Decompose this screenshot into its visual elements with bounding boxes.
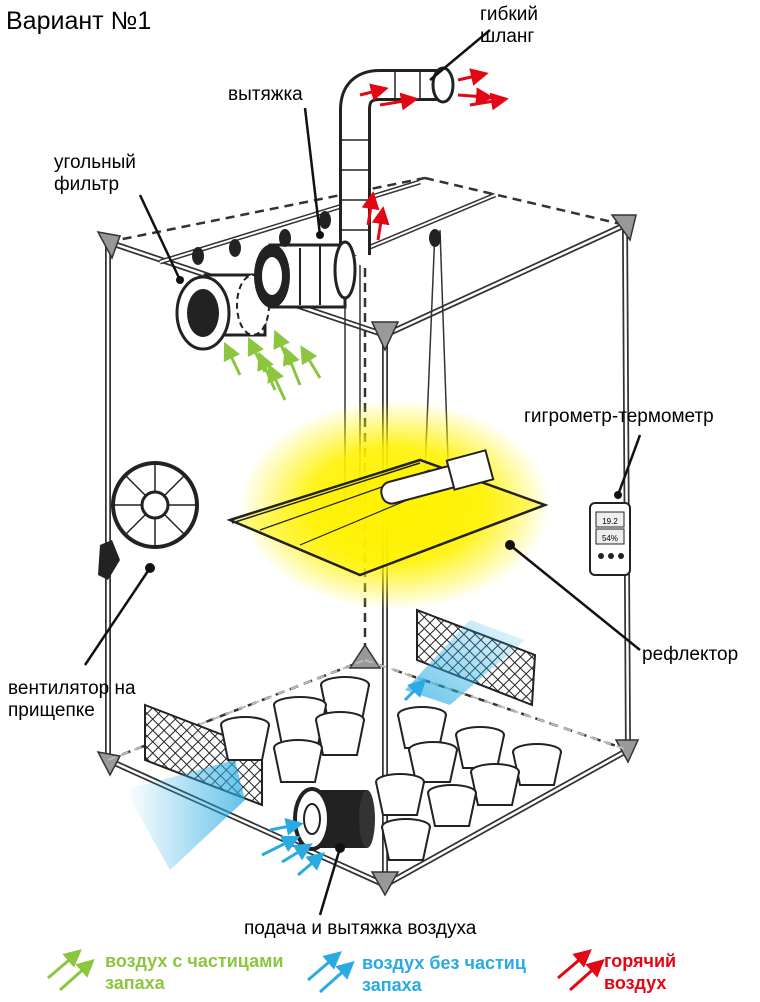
blue-stream-back: [405, 620, 525, 705]
exhaust-fan: [254, 240, 357, 309]
green-air-arrows: [223, 329, 322, 401]
label-clip-fan: вентилятор на прищепке: [8, 678, 136, 721]
blue-air-arrows: [261, 678, 427, 877]
label-hose: гибкий шланг: [480, 4, 538, 47]
legend-red-text: горячий воздух: [604, 951, 677, 993]
blue-stream-left: [125, 760, 245, 870]
legend-blue-text: воздух без частиц запаха: [362, 953, 526, 995]
label-hygrometer: гигрометр-термометр: [524, 406, 714, 427]
label-air-io: подача и вытяжка воздуха: [244, 918, 477, 939]
hygrometer-device: 19.2 54%: [589, 502, 631, 576]
plant-pots: [220, 676, 562, 861]
legend-arrows-red: [557, 949, 605, 992]
diagram-title: Вариант №1: [6, 7, 152, 35]
label-exhaust: вытяжка: [228, 84, 303, 105]
hooks: [192, 211, 441, 265]
flexible-hose: [339, 66, 455, 255]
hygrometer-temp: 19.2: [602, 517, 618, 526]
label-carbon-filter: угольный фильтр: [54, 152, 136, 195]
hygrometer-humidity: 54%: [602, 534, 618, 543]
leader-lines: [83, 29, 642, 916]
reflector: [226, 449, 549, 577]
duct-fan: [293, 787, 375, 851]
hot-air-arrows: [359, 68, 509, 241]
label-reflector: рефлектор: [642, 644, 739, 665]
legend-arrows-blue: [307, 951, 355, 994]
legend-arrows-green: [47, 949, 95, 992]
legend-green-text: воздух с частицами запаха: [105, 951, 284, 993]
clip-fan: [98, 461, 199, 580]
